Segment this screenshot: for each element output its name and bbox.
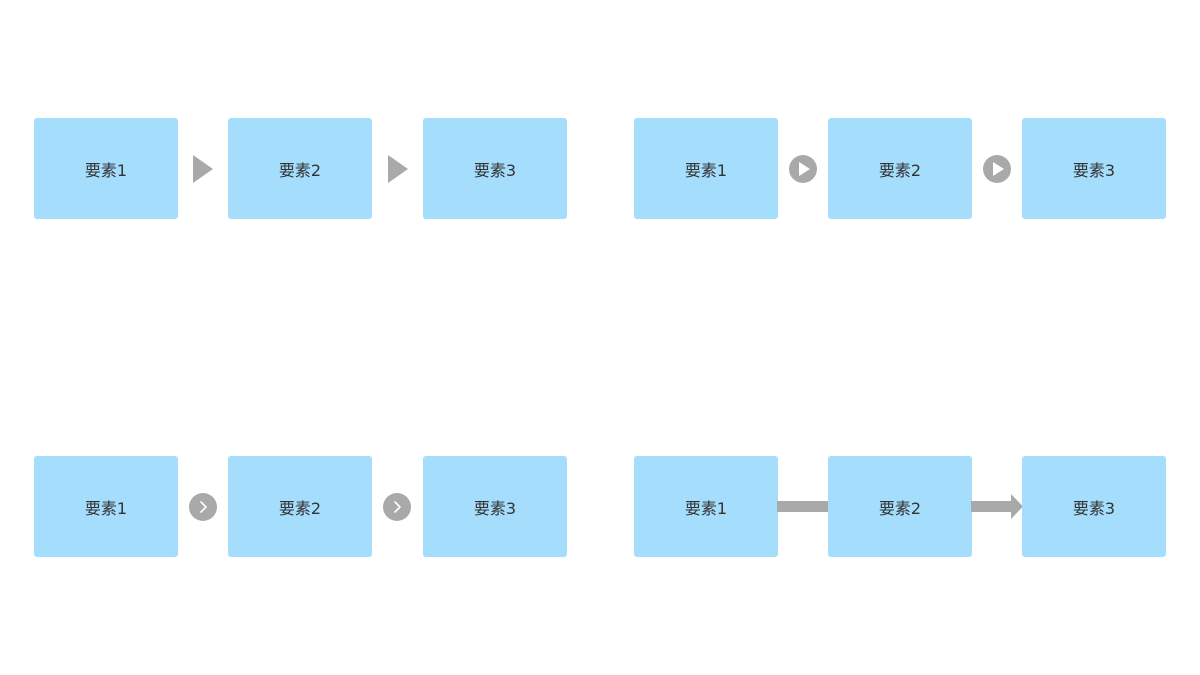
element-label: 要素2 — [878, 160, 922, 180]
element-box: 要素1 — [634, 118, 778, 219]
circle-play-icon — [788, 154, 818, 184]
element-label: 要素2 — [278, 498, 322, 518]
circle-play-icon — [982, 154, 1012, 184]
element-box: 要素3 — [1022, 118, 1166, 219]
element-box: 要素3 — [1022, 456, 1166, 557]
element-label: 要素1 — [84, 160, 128, 180]
connector-bar-icon — [777, 501, 829, 512]
bar-arrow-icon — [971, 494, 1023, 519]
element-label: 要素1 — [84, 498, 128, 518]
element-label: 要素3 — [1072, 160, 1116, 180]
element-box: 要素2 — [828, 118, 972, 219]
element-box: 要素3 — [423, 118, 567, 219]
element-box: 要素2 — [228, 456, 372, 557]
triangle-arrow-icon — [388, 155, 408, 183]
element-label: 要素2 — [278, 160, 322, 180]
circle-chevron-icon — [382, 492, 412, 522]
element-box: 要素1 — [634, 456, 778, 557]
element-box: 要素1 — [34, 456, 178, 557]
element-label: 要素1 — [684, 498, 728, 518]
element-label: 要素2 — [878, 498, 922, 518]
element-label: 要素3 — [473, 160, 517, 180]
circle-chevron-icon — [188, 492, 218, 522]
triangle-arrow-icon — [193, 155, 213, 183]
element-box: 要素2 — [228, 118, 372, 219]
element-label: 要素3 — [473, 498, 517, 518]
element-box: 要素3 — [423, 456, 567, 557]
element-label: 要素3 — [1072, 498, 1116, 518]
element-box: 要素1 — [34, 118, 178, 219]
element-label: 要素1 — [684, 160, 728, 180]
element-box: 要素2 — [828, 456, 972, 557]
